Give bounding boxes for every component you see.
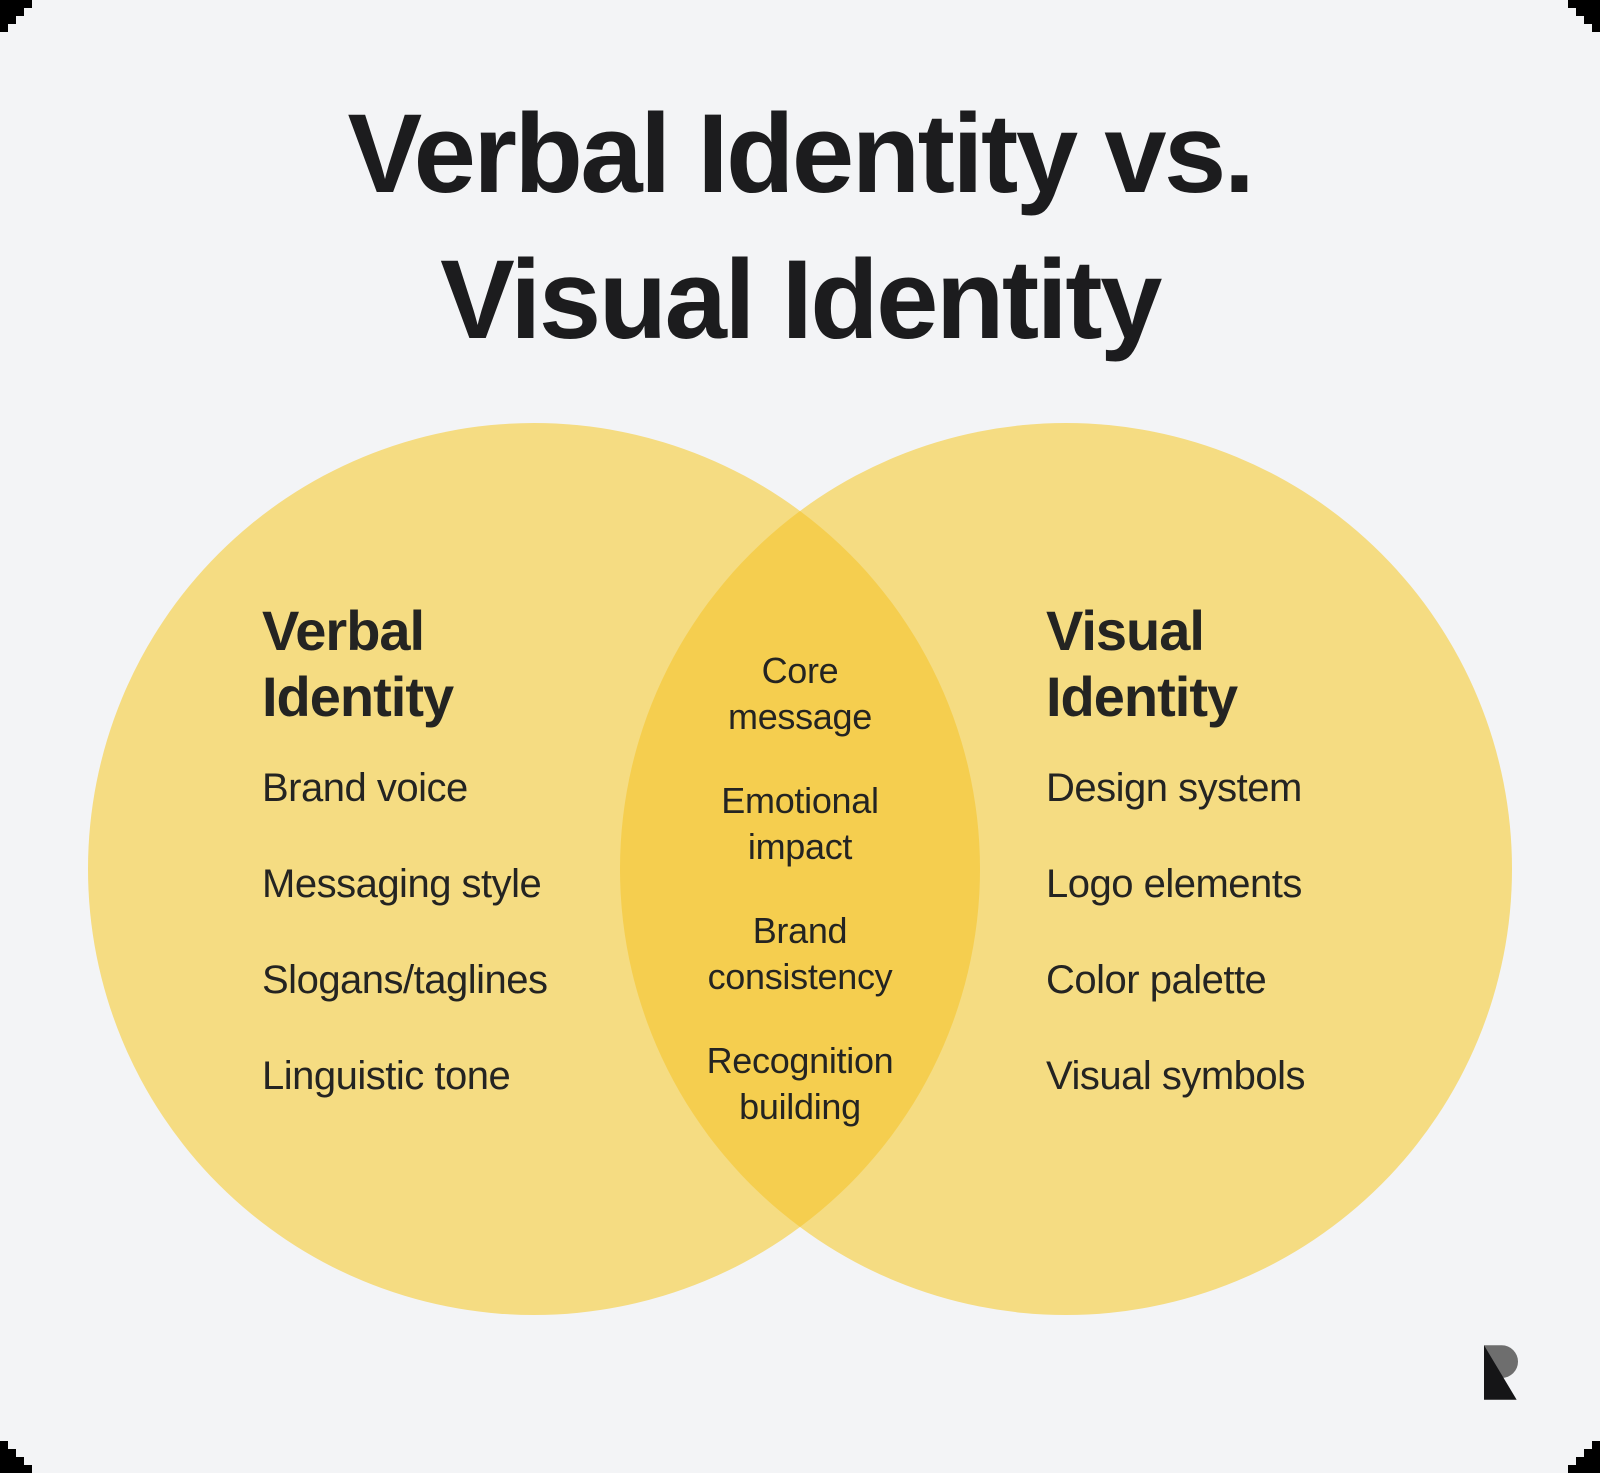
verbal-item: Messaging style xyxy=(262,862,542,906)
page-title: Verbal Identity vs. Visual Identity xyxy=(0,81,1600,373)
verbal-item: Brand voice xyxy=(262,766,468,810)
visual-item: Design system xyxy=(1046,766,1302,810)
verbal-item: Linguistic tone xyxy=(262,1054,511,1098)
visual-item: Logo elements xyxy=(1046,862,1302,906)
verbal-identity-items: Brand voice Messaging style Slogans/tagl… xyxy=(262,764,702,1100)
visual-item: Color palette xyxy=(1046,958,1267,1002)
r-monogram-logo-icon xyxy=(1484,1345,1518,1400)
verbal-identity-heading: Verbal Identity xyxy=(262,599,454,728)
visual-identity-heading: Visual Identity xyxy=(1046,599,1238,728)
title-line-1: Verbal Identity vs. xyxy=(347,91,1255,216)
shared-item: Recognition building xyxy=(706,1040,894,1127)
overlap-lens xyxy=(619,511,981,1227)
visual-item: Visual symbols xyxy=(1046,1054,1306,1098)
visual-identity-items: Design system Logo elements Color palett… xyxy=(1046,764,1486,1100)
title-line-2: Visual Identity xyxy=(440,237,1162,362)
shared-item: Emotional impact xyxy=(721,780,879,867)
shared-items-column: Core message Emotional impact Brand cons… xyxy=(650,648,950,1130)
shared-item: Core message xyxy=(728,650,872,737)
visual-identity-column: Visual Identity Design system Logo eleme… xyxy=(1046,598,1486,1100)
shared-item: Brand consistency xyxy=(707,910,893,997)
verbal-item: Slogans/taglines xyxy=(262,958,548,1002)
verbal-identity-column: Verbal Identity Brand voice Messaging st… xyxy=(262,598,702,1100)
